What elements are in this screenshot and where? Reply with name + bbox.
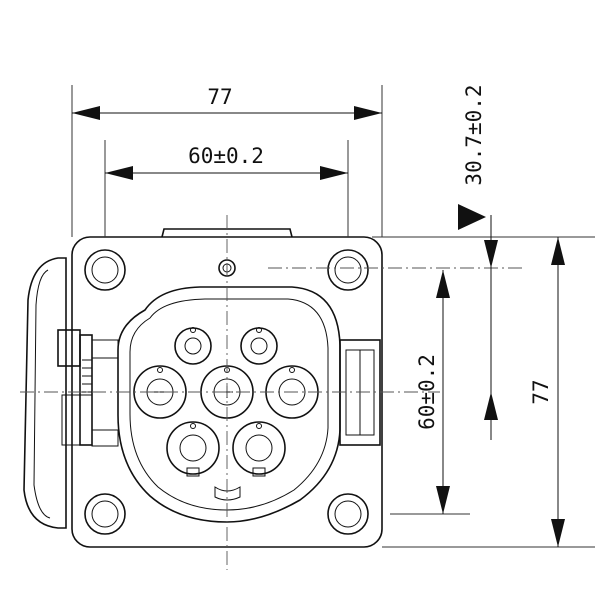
mounting-hole-top-left — [84, 249, 126, 291]
dim-hole-spacing-vertical-label: 60±0.2 — [415, 354, 439, 430]
protective-cover-hinged — [23, 257, 119, 529]
dim-overall-height-label: 77 — [529, 379, 553, 404]
mounting-hole-bottom-left — [84, 493, 126, 535]
dim-hole-spacing-horizontal-label: 60±0.2 — [188, 144, 264, 168]
mounting-hole-bottom-right — [327, 493, 369, 535]
dim-hole-spacing-horizontal — [105, 166, 348, 180]
pin-signal-right — [240, 327, 278, 365]
pin-bottom-left — [166, 421, 220, 477]
right-latch — [339, 339, 381, 446]
dim-hole-offset-vertical-label: 30.7±0.2 — [462, 84, 486, 185]
dim-overall-width — [72, 106, 382, 120]
dim-hole-spacing-vertical — [436, 270, 450, 514]
mounting-hole-top-right — [327, 249, 369, 291]
socket-inner-contour — [129, 298, 329, 511]
socket-housing — [117, 286, 341, 523]
dim-overall-height — [551, 237, 565, 547]
dim-hole-offset-vertical — [458, 204, 498, 440]
dim-overall-width-label: 77 — [207, 85, 232, 109]
pin-signal-left — [174, 327, 212, 365]
socket-bottom-key — [214, 486, 241, 501]
pin-bottom-right — [232, 421, 286, 477]
